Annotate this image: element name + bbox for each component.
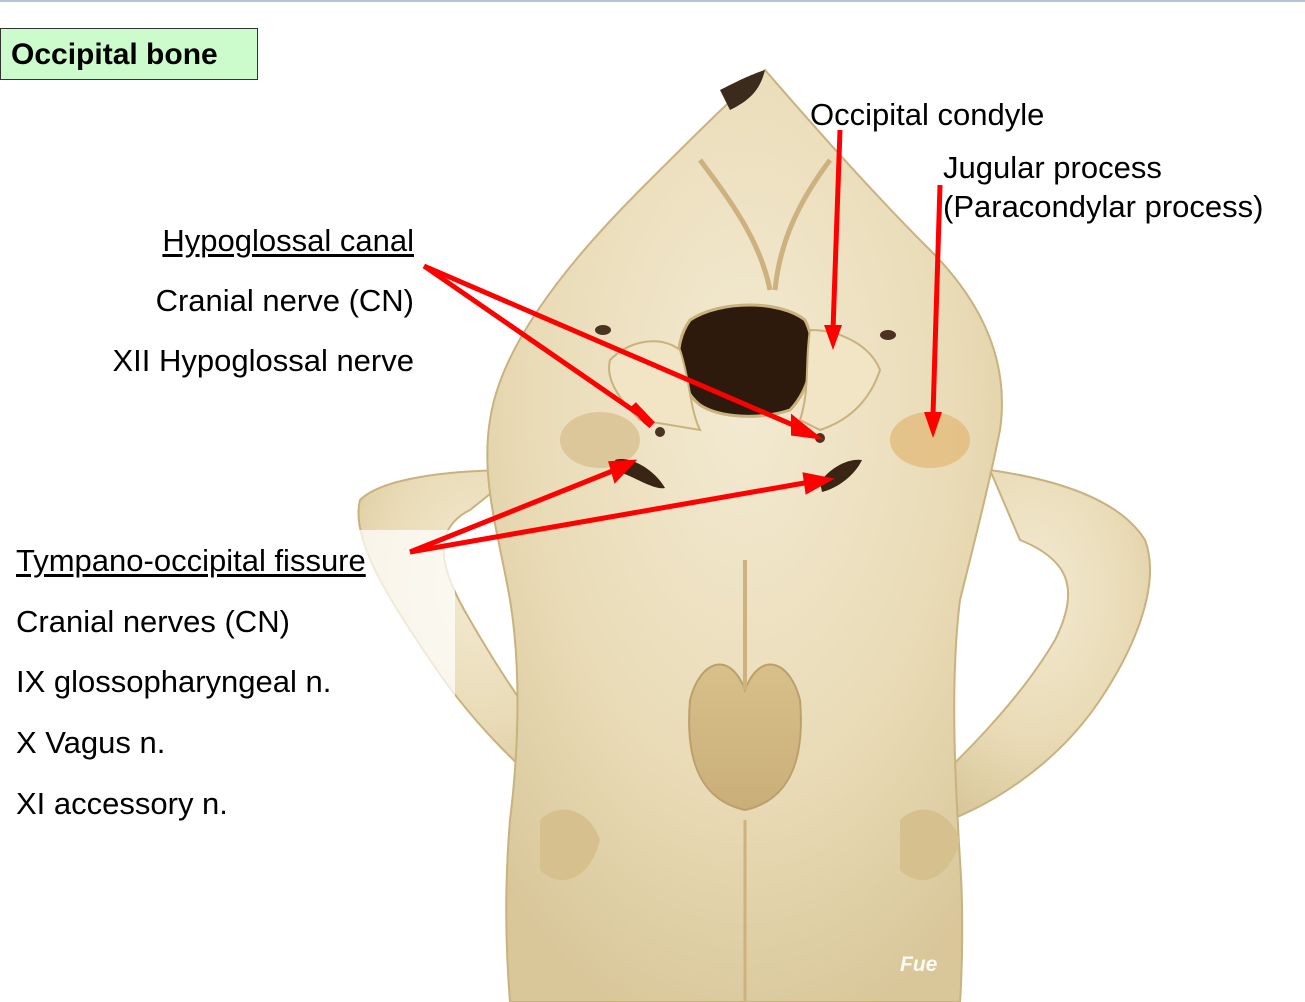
bulla-shadow [560, 412, 640, 468]
slide-title: Occipital bone [0, 28, 258, 80]
arrowhead [629, 402, 655, 429]
arrow-fissure-left [409, 467, 616, 555]
jugular-shadow [890, 412, 970, 468]
skull-base [486, 68, 1003, 1002]
label-cranial-nerve: Cranial nerve (CN) [155, 283, 414, 318]
arrow-fissure-right [409, 479, 811, 555]
label-jugular-process: Jugular process [943, 150, 1162, 185]
label-tympano-occipital-fissure: Tympano-occipital fissure [16, 543, 366, 578]
label-backdrop [0, 530, 455, 850]
right-tympano-occipital-fissure [820, 459, 862, 492]
ridge [697, 158, 773, 291]
arrow-hypoglossal-left [422, 263, 642, 418]
right-zygomatic-arch [913, 468, 1151, 822]
foramen [595, 325, 611, 335]
right-occipital-condyle [798, 328, 882, 432]
foramen-magnum [677, 303, 814, 418]
label-occipital-condyle: Occipital condyle [810, 97, 1045, 132]
watermark-text: Fue [900, 953, 938, 976]
choanae [688, 663, 802, 812]
label-x-vagus: X Vagus n. [16, 725, 166, 760]
arrowhead [791, 413, 824, 440]
ridge [772, 158, 833, 291]
label-ix-glossopharyngeal: IX glossopharyngeal n. [16, 664, 332, 699]
label-hypoglossal-canal: Hypoglossal canal [162, 223, 414, 258]
left-hypoglossal-canal [655, 427, 665, 437]
arrowhead [824, 325, 842, 350]
annotation-arrows [409, 129, 943, 555]
arrow-hypoglossal-right [423, 263, 801, 431]
label-cranial-nerves: Cranial nerves (CN) [16, 604, 290, 639]
top-rule [0, 0, 1305, 2]
label-xii-hypoglossal-nerve: XII Hypoglossal nerve [112, 343, 414, 378]
arrowhead [608, 459, 638, 484]
arrow-occipital-condyle [830, 129, 843, 331]
pterygoid [540, 809, 600, 880]
nuchal-crest [720, 70, 765, 110]
label-paracondylar-process: (Paracondylar process) [943, 189, 1264, 224]
arrow-jugular-process [930, 184, 943, 416]
arrowhead [802, 472, 835, 495]
arrowhead [924, 412, 942, 438]
pterygoid [900, 809, 960, 880]
foramen [880, 330, 896, 340]
label-xi-accessory: XI accessory n. [16, 786, 228, 821]
